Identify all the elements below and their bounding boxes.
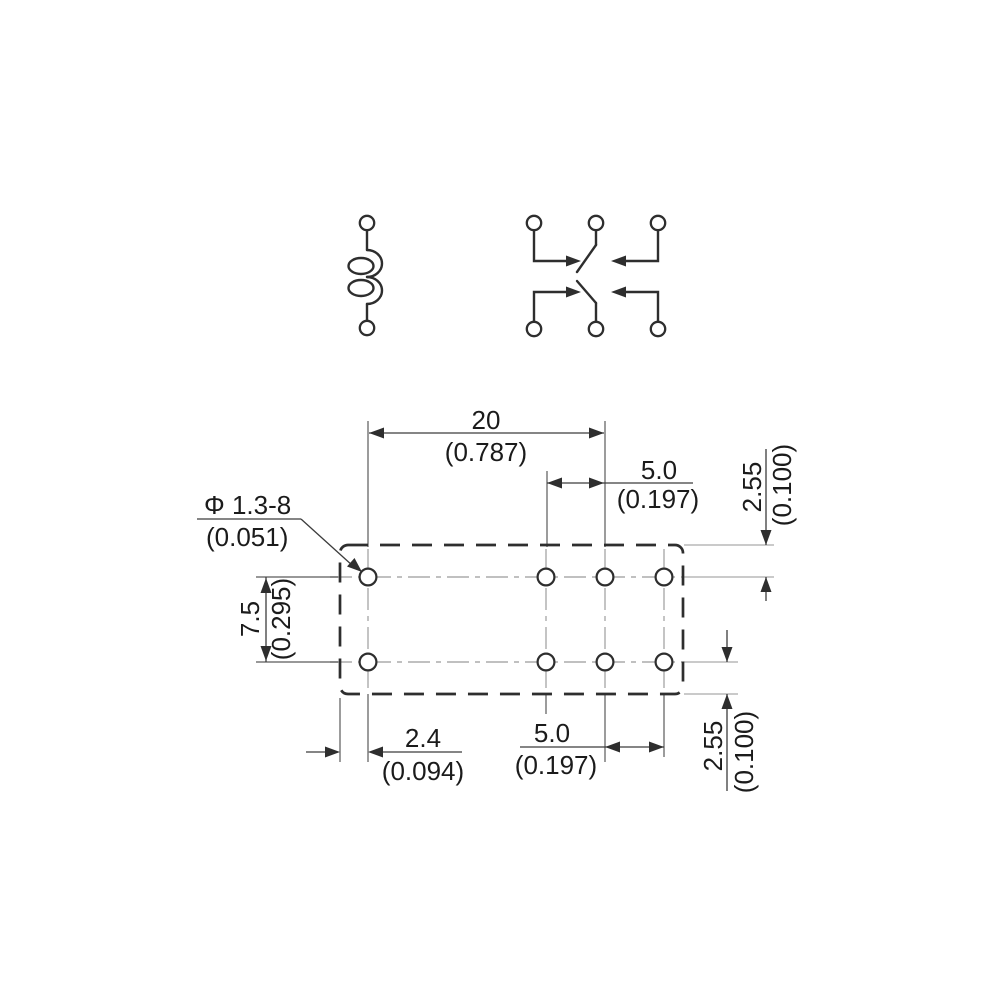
hole-diameter-inch: (0.051) <box>206 522 288 552</box>
coil-loop-arc-2 <box>365 275 384 306</box>
centerlines <box>330 549 682 690</box>
dim-pitch-bottom-5-mm: 5.0 <box>534 718 570 748</box>
dim-arrow-icon <box>721 647 733 662</box>
dim-arrow-icon <box>368 746 383 758</box>
mounting-holes <box>358 567 674 672</box>
dim-edge-offset-2-4-inch: (0.094) <box>382 756 464 786</box>
dim-pitch-bottom-5-inch: (0.197) <box>515 750 597 780</box>
dim-edge-offset-2-4-mm: 2.4 <box>405 723 441 753</box>
contact-terminal <box>649 214 667 232</box>
dim-arrow-icon <box>369 427 384 439</box>
dim-row-spacing-7-5: 7.5 (0.295) <box>235 577 296 662</box>
hole <box>595 652 615 672</box>
contact-lead <box>532 290 568 323</box>
contact-arrow-icon <box>566 255 581 267</box>
dim-offset-bottom-2-55-mm: 2.55 <box>698 721 728 772</box>
coil-symbol-icon <box>347 214 384 337</box>
contact-terminal <box>525 320 543 338</box>
hole <box>654 567 674 587</box>
hole <box>536 652 556 672</box>
contact-arrow-icon <box>566 286 581 298</box>
contact-terminal <box>525 214 543 232</box>
dim-arrow-icon <box>260 578 272 593</box>
footprint-outline <box>338 543 685 696</box>
leader-line <box>300 518 354 567</box>
dim-offset-top-2-55: 2.55 (0.100) <box>737 444 797 601</box>
dim-arrow-icon <box>589 427 604 439</box>
dim-row-spacing-7-5-inch: (0.295) <box>266 578 296 660</box>
contact-arrow-icon <box>611 286 626 298</box>
leader-arrow-icon <box>347 558 362 572</box>
contact-terminal <box>587 214 605 232</box>
hole <box>654 652 674 672</box>
dim-offset-top-2-55-mm: 2.55 <box>737 462 767 513</box>
dim-edge-offset-2-4: 2.4 (0.094) <box>306 723 464 786</box>
dim-pitch-top-5-inch: (0.197) <box>617 484 699 514</box>
contact-symbol-icon <box>525 214 667 338</box>
coil-loop-arc-1 <box>365 248 384 279</box>
dim-span-20-inch: (0.787) <box>445 437 527 467</box>
contact-lead <box>624 290 660 323</box>
dim-arrow-icon <box>760 530 772 545</box>
dim-offset-top-2-55-inch: (0.100) <box>767 444 797 526</box>
hole <box>358 652 378 672</box>
contact-terminal <box>587 320 605 338</box>
hole <box>536 567 556 587</box>
hole <box>358 567 378 587</box>
coil-loop-ellipse-1 <box>347 256 375 276</box>
contact-blade <box>575 243 598 274</box>
dim-offset-bottom-2-55: 2.55 (0.100) <box>698 630 759 793</box>
coil-terminal-bottom <box>358 319 376 337</box>
dim-span-20: 20 (0.787) <box>369 405 604 467</box>
dim-arrow-icon <box>760 577 772 592</box>
dim-arrow-icon <box>589 477 604 489</box>
contact-blade <box>575 279 598 305</box>
dim-arrow-icon <box>260 646 272 661</box>
contact-arrow-icon <box>611 255 626 267</box>
coil-terminal-top <box>358 214 376 232</box>
dim-span-20-mm: 20 <box>472 405 501 435</box>
dim-arrow-icon <box>721 694 733 709</box>
hole-diameter-label: Φ 1.3-8 <box>204 490 291 520</box>
contact-terminal <box>649 320 667 338</box>
hole <box>595 567 615 587</box>
dim-arrow-icon <box>605 741 620 753</box>
dim-pitch-bottom-5: 5.0 (0.197) <box>515 718 664 780</box>
dim-pitch-top-5-mm: 5.0 <box>641 455 677 485</box>
extension-lines <box>256 421 774 762</box>
dim-arrow-icon <box>325 746 340 758</box>
contact-lead <box>532 229 568 263</box>
dim-pitch-top-5: 5.0 (0.197) <box>547 455 699 514</box>
dim-arrow-icon <box>649 741 664 753</box>
hole-diameter-callout: Φ 1.3-8 (0.051) <box>197 490 362 572</box>
coil-loop-ellipse-2 <box>347 278 375 298</box>
dim-row-spacing-7-5-mm: 7.5 <box>235 601 265 637</box>
contact-lead <box>624 229 660 263</box>
dim-arrow-icon <box>547 477 562 489</box>
dim-offset-bottom-2-55-inch: (0.100) <box>729 711 759 793</box>
